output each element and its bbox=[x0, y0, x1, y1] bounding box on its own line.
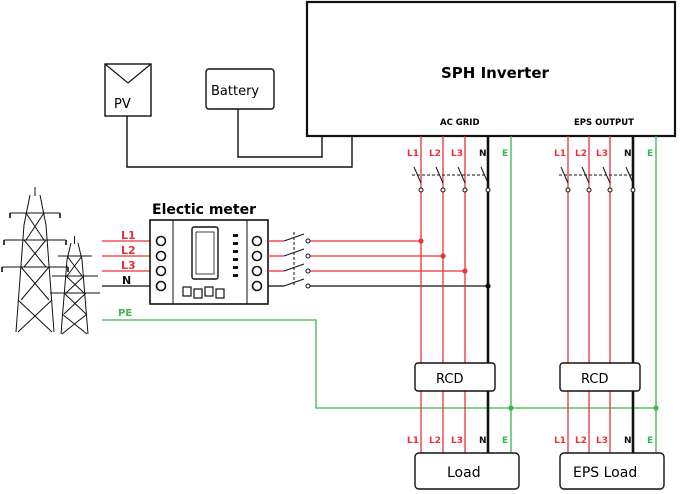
eps-top-l2: L2 bbox=[575, 149, 587, 159]
eps-top-e: E bbox=[647, 149, 653, 159]
ac-rcd-box bbox=[414, 362, 496, 392]
eps-bottom-l1: L1 bbox=[554, 436, 566, 446]
main-switch-icon bbox=[283, 232, 311, 289]
eps-breaker-icon bbox=[559, 166, 636, 193]
eps-rcd-box bbox=[559, 362, 641, 392]
ac-top-n: N bbox=[479, 149, 487, 159]
grid-l3-label: L3 bbox=[121, 259, 136, 272]
ac-breaker-icon bbox=[412, 166, 491, 193]
eps-output-wires bbox=[567, 136, 657, 453]
pv-icon bbox=[104, 63, 152, 84]
meter-buttons bbox=[182, 286, 225, 299]
eps-rcd-label: RCD bbox=[581, 372, 608, 387]
grid-n-label: N bbox=[122, 274, 131, 287]
load-box bbox=[414, 452, 520, 490]
ac-top-l2: L2 bbox=[429, 149, 441, 159]
load-label: Load bbox=[447, 465, 481, 481]
grid-pe-label: PE bbox=[118, 308, 132, 319]
grid-l2-label: L2 bbox=[121, 244, 136, 257]
eps-bottom-l2: L2 bbox=[575, 436, 587, 446]
eps-bottom-e: E bbox=[647, 436, 653, 446]
meter-output-wires bbox=[268, 240, 488, 287]
eps-top-l1: L1 bbox=[554, 149, 566, 159]
dc-cables bbox=[126, 109, 353, 168]
pv-label: PV bbox=[114, 97, 131, 112]
ac-rcd-label: RCD bbox=[436, 372, 463, 387]
ac-top-l1: L1 bbox=[407, 149, 419, 159]
ac-grid-wires bbox=[420, 136, 512, 453]
ac-bottom-n: N bbox=[479, 436, 487, 446]
inverter-title: SPH Inverter bbox=[441, 64, 550, 82]
pe-earth-wire bbox=[102, 319, 656, 409]
meter-title: Electic meter bbox=[152, 202, 256, 218]
eps-bottom-n: N bbox=[624, 436, 632, 446]
battery-box: Battery bbox=[205, 68, 275, 110]
pv-panel: PV bbox=[104, 63, 152, 117]
ac-bottom-e: E bbox=[502, 436, 508, 446]
eps-load-box bbox=[559, 452, 665, 490]
ac-bottom-l1: L1 bbox=[407, 436, 419, 446]
eps-bottom-l3: L3 bbox=[596, 436, 608, 446]
ac-top-l3: L3 bbox=[451, 149, 463, 159]
ac-bottom-l3: L3 bbox=[451, 436, 463, 446]
electric-meter bbox=[149, 219, 269, 305]
pylon-large-icon bbox=[1, 187, 69, 333]
pylon-small-icon bbox=[50, 236, 100, 335]
grid-l1-label: L1 bbox=[121, 229, 136, 242]
eps-top-n: N bbox=[624, 149, 632, 159]
ac-bottom-l2: L2 bbox=[429, 436, 441, 446]
grid-input-wires bbox=[102, 240, 150, 287]
meter-display bbox=[191, 226, 219, 280]
sph-inverter-box bbox=[305, 0, 677, 138]
eps-top-l3: L3 bbox=[596, 149, 608, 159]
ac-top-e: E bbox=[502, 149, 508, 159]
eps-output-label: EPS OUTPUT bbox=[574, 118, 634, 128]
ac-grid-label: AC GRID bbox=[440, 118, 480, 128]
eps-load-label: EPS Load bbox=[573, 465, 637, 481]
battery-label: Battery bbox=[211, 84, 259, 99]
